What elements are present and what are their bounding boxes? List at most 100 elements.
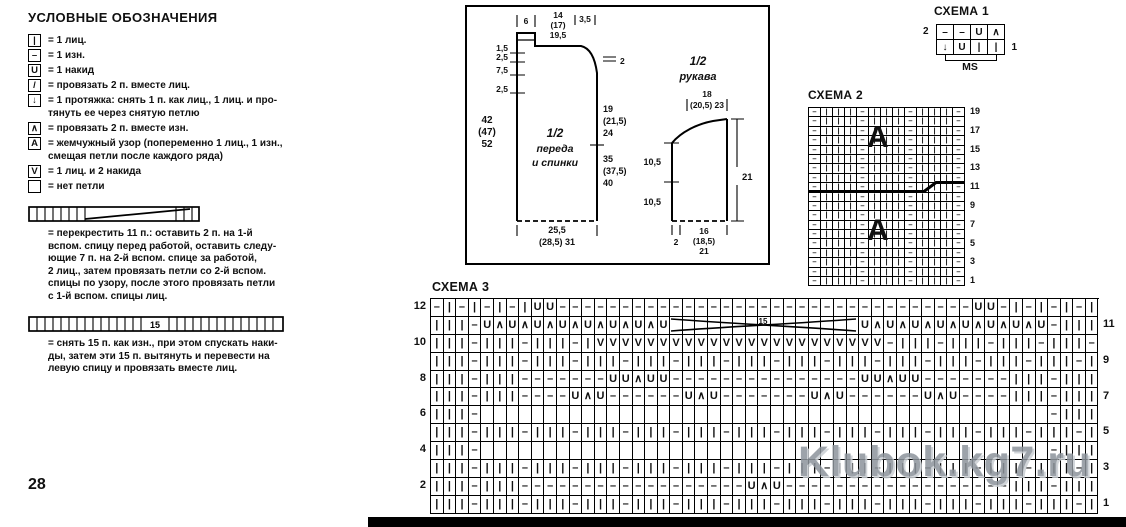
chart-cell: – bbox=[871, 495, 885, 514]
chart-cell bbox=[569, 442, 583, 461]
schema3-title: СХЕМА 3 bbox=[432, 280, 490, 294]
slip15-symbol: 15 = снять 15 п. как изн., при этом спус… bbox=[28, 316, 400, 376]
chart-cell: | bbox=[1048, 460, 1061, 478]
chart-cell: V bbox=[745, 334, 759, 353]
chart-cell: – bbox=[708, 370, 721, 389]
chart-cell: | bbox=[431, 370, 444, 389]
chart-cell: | bbox=[796, 495, 809, 514]
chart-cell bbox=[720, 442, 734, 461]
chart-cell: – bbox=[896, 299, 910, 317]
chart-cell: – bbox=[569, 495, 583, 514]
chart-cell: – bbox=[1048, 299, 1061, 317]
chart-cell bbox=[695, 442, 709, 461]
chart-cell: | bbox=[431, 442, 444, 461]
chart-cell: | bbox=[833, 126, 845, 137]
chart-cell: | bbox=[917, 145, 929, 155]
chart-cell: | bbox=[929, 183, 941, 193]
chart-cell bbox=[1022, 406, 1036, 425]
chart-cell: – bbox=[519, 388, 532, 407]
row-number: 1 bbox=[1011, 42, 1017, 53]
chart-cell: – bbox=[953, 211, 965, 221]
legend-item-text: = провязать 2 п. вместе лиц. bbox=[48, 80, 190, 91]
schema2: СХЕМА 2 –|||–|||–|||––|||–|||–|||––|||–|… bbox=[808, 88, 980, 287]
chart-cell: U bbox=[481, 316, 494, 335]
chart-cell: | bbox=[941, 192, 953, 202]
chart-cell: | bbox=[845, 145, 857, 155]
chart-cell: – bbox=[972, 495, 986, 514]
chart-cell: – bbox=[857, 126, 869, 137]
chart-cell: – bbox=[821, 370, 834, 389]
chart-cell: U bbox=[531, 299, 545, 317]
chart-cell bbox=[796, 406, 809, 425]
chart-cell: | bbox=[869, 277, 881, 287]
chart-cell: | bbox=[881, 154, 893, 165]
armhole-label: 19 bbox=[603, 104, 613, 114]
legend-item-pearl: A= жемчужный узор (попеременно 1 лиц., 1… bbox=[28, 137, 400, 163]
chart-cell: | bbox=[1010, 495, 1023, 514]
chart-cell: U bbox=[569, 388, 583, 407]
chart-cell: | bbox=[845, 258, 857, 268]
chart-cell: – bbox=[670, 299, 683, 317]
chart-cell: | bbox=[869, 164, 881, 174]
chart-cell: | bbox=[531, 424, 545, 443]
chart-cell: U bbox=[556, 316, 570, 335]
chart-cell: – bbox=[934, 370, 948, 389]
chart-cell bbox=[783, 442, 797, 461]
chart-cell: – bbox=[670, 477, 683, 496]
chart-cell: – bbox=[808, 299, 822, 317]
chart-cell: | bbox=[506, 460, 520, 478]
chart-cell: – bbox=[1048, 316, 1061, 335]
armhole-label: 24 bbox=[603, 128, 613, 138]
chart-cell bbox=[796, 442, 809, 461]
chart-cell: – bbox=[682, 299, 696, 317]
chart-cell: | bbox=[909, 495, 923, 514]
chart-cell: | bbox=[582, 495, 595, 514]
chart-cell: – bbox=[1022, 299, 1036, 317]
seam-label: 2 bbox=[620, 56, 625, 66]
chart-cell bbox=[771, 406, 784, 425]
chart-cell: | bbox=[745, 495, 759, 514]
chart-cell: | bbox=[845, 136, 857, 146]
chart-cell: ∧ bbox=[934, 388, 948, 407]
chart-cell: – bbox=[857, 173, 869, 184]
neck-tick-label: 1,5 bbox=[496, 43, 508, 53]
chart-cell: | bbox=[1085, 495, 1099, 514]
chart-cell: | bbox=[506, 370, 520, 389]
chart-cell: | bbox=[443, 316, 457, 335]
chart-cell: – bbox=[871, 460, 885, 478]
chart-cell: – bbox=[1073, 460, 1086, 478]
chart-cell: | bbox=[917, 117, 929, 127]
chart-cell: | bbox=[506, 477, 520, 496]
chart-cell: U bbox=[771, 477, 784, 496]
chart-cell: | bbox=[443, 370, 457, 389]
k1-2yo-symbol-icon: V bbox=[28, 165, 41, 178]
chart-cell bbox=[594, 442, 608, 461]
chart-cell: – bbox=[997, 370, 1011, 389]
ssk-symbol-icon: ↓ bbox=[28, 94, 41, 107]
chart-cell: | bbox=[821, 173, 833, 184]
chart-cell: – bbox=[670, 370, 683, 389]
chart-cell: | bbox=[1085, 299, 1099, 317]
chart-cell: | bbox=[917, 201, 929, 212]
chart-cell bbox=[934, 406, 948, 425]
chart-cell: – bbox=[481, 299, 494, 317]
armhole-label: (21,5) bbox=[603, 116, 627, 126]
chart-cell: | bbox=[1073, 370, 1086, 389]
chart-cell: – bbox=[695, 477, 709, 496]
chart-cell bbox=[846, 406, 860, 425]
chart-cell: | bbox=[493, 334, 507, 353]
chart-cell: – bbox=[657, 388, 671, 407]
chart-cell: U bbox=[594, 388, 608, 407]
chart-cell bbox=[1022, 442, 1036, 461]
chart-cell: | bbox=[941, 220, 953, 231]
chart-cell: | bbox=[884, 352, 897, 371]
chart-cell: – bbox=[733, 299, 746, 317]
chart-cell: ∧ bbox=[884, 370, 897, 389]
chart-cell: | bbox=[1060, 477, 1074, 496]
chart-cell: – bbox=[905, 277, 917, 287]
chart-cell: | bbox=[1073, 334, 1086, 353]
chart-cell: | bbox=[896, 334, 910, 353]
chart-cell: – bbox=[905, 211, 917, 221]
chart-cell: U bbox=[909, 370, 923, 389]
chart-cell: – bbox=[972, 370, 986, 389]
